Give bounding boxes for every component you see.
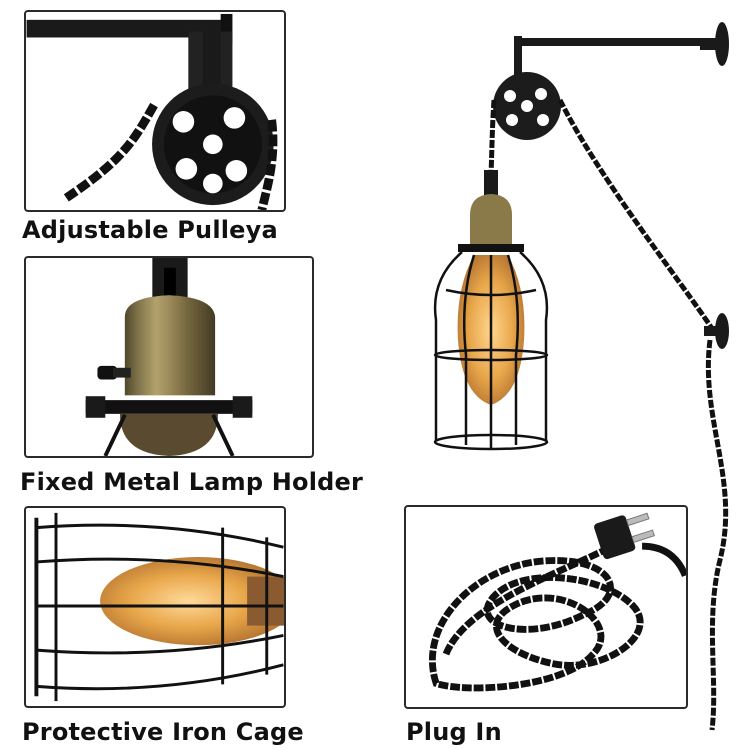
caption-pulley: Adjustable Pulleya: [22, 216, 278, 244]
main-wall-lamp-image: [433, 22, 729, 731]
pulley-detail-panel: [24, 10, 286, 212]
cage-detail-panel: [24, 506, 286, 708]
caption-cage: Protective Iron Cage: [22, 718, 304, 746]
cage-detail-image: [34, 512, 284, 702]
caption-holder: Fixed Metal Lamp Holder: [20, 468, 364, 496]
holder-detail-image: [85, 258, 253, 456]
plug-detail-image: [428, 512, 686, 692]
holder-detail-panel: [24, 256, 314, 458]
pulley-detail-image: [26, 13, 278, 210]
caption-plug: Plug In: [406, 718, 502, 746]
plug-detail-panel: [404, 505, 688, 709]
